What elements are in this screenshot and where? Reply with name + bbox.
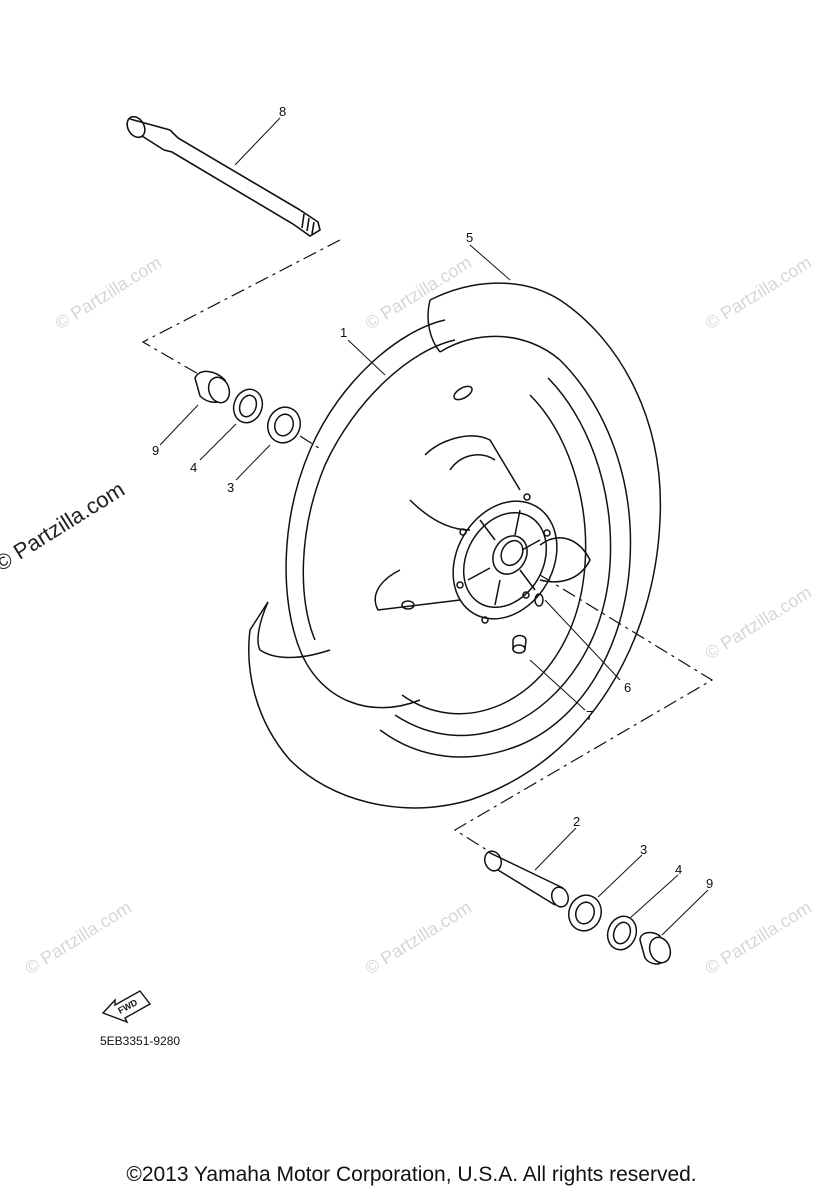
right-oil-seal: [606, 915, 638, 951]
wheel: [248, 282, 662, 809]
callout-1: 1: [340, 325, 347, 340]
callouts: 8 5 1 9 4 3 6 7 2 3 4 9: [152, 104, 713, 891]
watermark-text: © Partzilla.com: [702, 582, 815, 663]
callout-8: 8: [279, 104, 286, 119]
callout-9: 9: [706, 876, 713, 891]
watermark-layer: © Partzilla.com © Partzilla.com © Partzi…: [22, 252, 815, 978]
hub-disc-mount: [452, 493, 558, 624]
watermark-text: © Partzilla.com: [702, 252, 815, 333]
tire-valve: [512, 634, 527, 654]
watermark-text: © Partzilla.com: [702, 897, 815, 978]
copyright-notice: ©2013 Yamaha Motor Corporation, U.S.A. A…: [126, 1163, 697, 1186]
watermark-text: © Partzilla.com: [362, 897, 475, 978]
watermark-text: © Partzilla.com: [362, 252, 475, 333]
callout-4: 4: [675, 862, 682, 877]
left-collar: [194, 370, 231, 404]
watermark-text: © Partzilla.com: [52, 252, 165, 333]
left-bearing: [267, 406, 301, 444]
right-bearing: [568, 894, 602, 932]
callout-9: 9: [152, 443, 159, 458]
part-code: 5EB3351-9280: [100, 1034, 181, 1048]
right-collar: [639, 931, 672, 965]
axis-lines: [141, 239, 714, 853]
axle: [126, 115, 321, 237]
spacer-collar: [483, 850, 570, 908]
leader-lines: [159, 117, 709, 936]
fwd-arrow-icon: FWD: [101, 990, 152, 1024]
callout-3: 3: [640, 842, 647, 857]
callout-2: 2: [573, 814, 580, 829]
callout-4: 4: [190, 460, 197, 475]
callout-6: 6: [624, 680, 631, 695]
left-oil-seal: [232, 388, 264, 424]
callout-7: 7: [586, 708, 593, 723]
watermark-text: © Partzilla.com: [22, 897, 135, 978]
callout-3: 3: [227, 480, 234, 495]
callout-5: 5: [466, 230, 473, 245]
